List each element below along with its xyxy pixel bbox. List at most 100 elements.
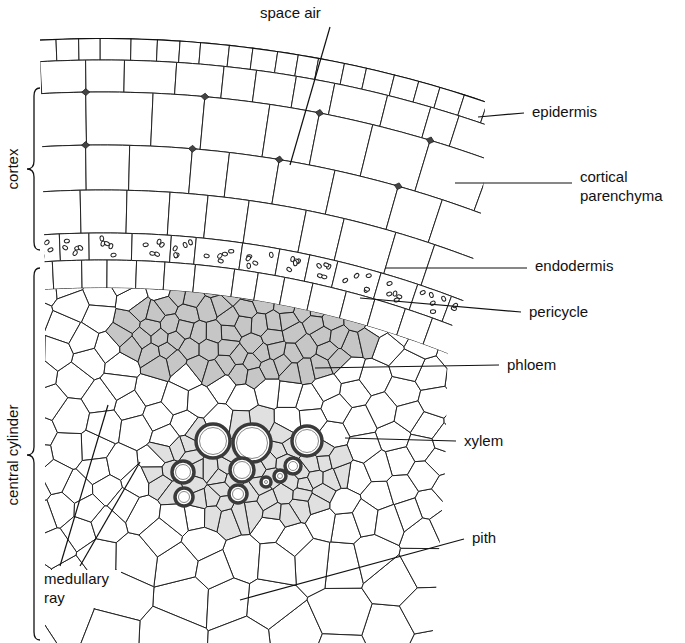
endodermis-dot: [150, 251, 156, 255]
endodermis-dot: [269, 252, 273, 258]
leader-line: [290, 27, 330, 165]
vessel-lumen: [278, 474, 283, 479]
endodermis-cell: [15, 234, 60, 264]
phloem-cell: [176, 320, 194, 339]
endodermis-dot: [386, 292, 392, 297]
endodermis-dot: [38, 250, 44, 254]
endodermis-dot: [420, 290, 426, 295]
phloem-cell: [151, 328, 168, 346]
air-space: [316, 110, 324, 117]
endodermis-dot: [47, 247, 53, 252]
parenchyma-cell: [207, 616, 272, 643]
endodermis-dot: [157, 239, 162, 245]
cortex-cell: [252, 70, 296, 108]
cortex-cell: [0, 193, 25, 241]
parenchyma-cell: [69, 322, 99, 354]
part-label: cortical parenchyma: [578, 168, 682, 206]
xylem-vessel: [172, 461, 194, 483]
cortex-cell: [22, 190, 81, 236]
cortex-cell: [16, 145, 86, 193]
endodermis-dot: [31, 253, 36, 259]
bracket: [27, 268, 40, 640]
xylem-cell: [308, 470, 323, 488]
parenchyma-cell: [330, 488, 361, 514]
phloem-cell: [273, 245, 310, 314]
parenchyma-cell: [25, 361, 58, 395]
parenchyma-cell: [312, 634, 374, 643]
epidermis-cell: [157, 39, 181, 62]
endodermis-dot: [496, 333, 501, 339]
part-label: endodermis: [533, 257, 615, 276]
xylem-cell: [262, 502, 281, 519]
part-label: central cylinder: [4, 403, 23, 508]
xylem-cell: [293, 488, 312, 501]
pericycle-cell: [82, 260, 108, 288]
xylem-cell: [147, 442, 174, 463]
cortex-cell: [14, 92, 87, 148]
vessel-wall: [261, 477, 271, 487]
endodermis-dot: [5, 240, 10, 246]
phloem-cell: [343, 245, 396, 332]
parenchyma-cell: [161, 381, 188, 415]
cortex-cell: [124, 60, 177, 94]
pericycle-cell: [52, 260, 82, 289]
endodermis-dot: [40, 254, 45, 260]
endodermis-dot: [467, 311, 473, 317]
vessel-lumen: [179, 492, 190, 503]
cortex-cell: [86, 145, 130, 190]
parenchyma-cell: [399, 587, 450, 634]
parenchyma-cell: [25, 472, 51, 504]
phloem-cell: [199, 339, 218, 361]
vessel-lumen: [176, 465, 191, 480]
endodermis-dot: [429, 292, 434, 298]
cortex-cell: [129, 145, 193, 193]
cortex-cell: [40, 60, 86, 94]
vessel-lumen: [296, 430, 319, 453]
xylem-vessel: [261, 477, 271, 487]
endodermis-cell: [89, 233, 132, 260]
parenchyma-cell: [375, 504, 404, 545]
pericycle-cell: [136, 261, 165, 290]
endodermis-dot: [245, 255, 251, 261]
phloem-cell: [169, 245, 191, 307]
parenchyma-cell: [86, 410, 122, 444]
parenchyma-cell: [366, 392, 397, 429]
vessel-lumen: [237, 428, 268, 459]
phloem-cell: [211, 295, 233, 317]
xylem-vessel: [285, 458, 301, 474]
endodermis-dot: [62, 245, 68, 251]
bracket: [27, 88, 40, 250]
cortex-cell: [421, 245, 490, 305]
part-label: pericycle: [527, 303, 590, 322]
endodermis-dot: [111, 253, 117, 258]
phloem-cell: [293, 267, 310, 323]
endodermis-dot: [100, 236, 104, 242]
parenchyma-cell: [25, 384, 68, 421]
epidermis-cell: [35, 39, 57, 62]
cortex-cell: [0, 95, 18, 151]
endodermis-dot: [3, 255, 8, 261]
epidermis-cell: [100, 38, 131, 60]
endodermis-dot: [342, 278, 348, 284]
cortex-cell: [175, 62, 225, 98]
phloem-cell: [146, 300, 165, 323]
part-label: xylem: [462, 432, 505, 451]
epidermis-cell: [0, 42, 9, 66]
parenchyma-cell: [39, 459, 73, 494]
endodermis-dot: [469, 315, 475, 321]
epidermis-cell: [179, 41, 201, 64]
phloem-cell: [322, 289, 344, 331]
parenchyma-cell: [404, 245, 472, 359]
parenchyma-cell: [258, 542, 297, 585]
endodermis-dot: [495, 336, 500, 340]
xylem-vessel: [229, 485, 247, 503]
tissue-layer: [0, 38, 620, 643]
pericycle-cell: [163, 262, 195, 292]
phloem-cell: [328, 348, 352, 374]
cortex-cell: [86, 92, 153, 146]
parenchyma-cell: [52, 245, 94, 299]
epidermis-cell: [131, 38, 158, 61]
parenchyma-cell: [443, 577, 475, 643]
